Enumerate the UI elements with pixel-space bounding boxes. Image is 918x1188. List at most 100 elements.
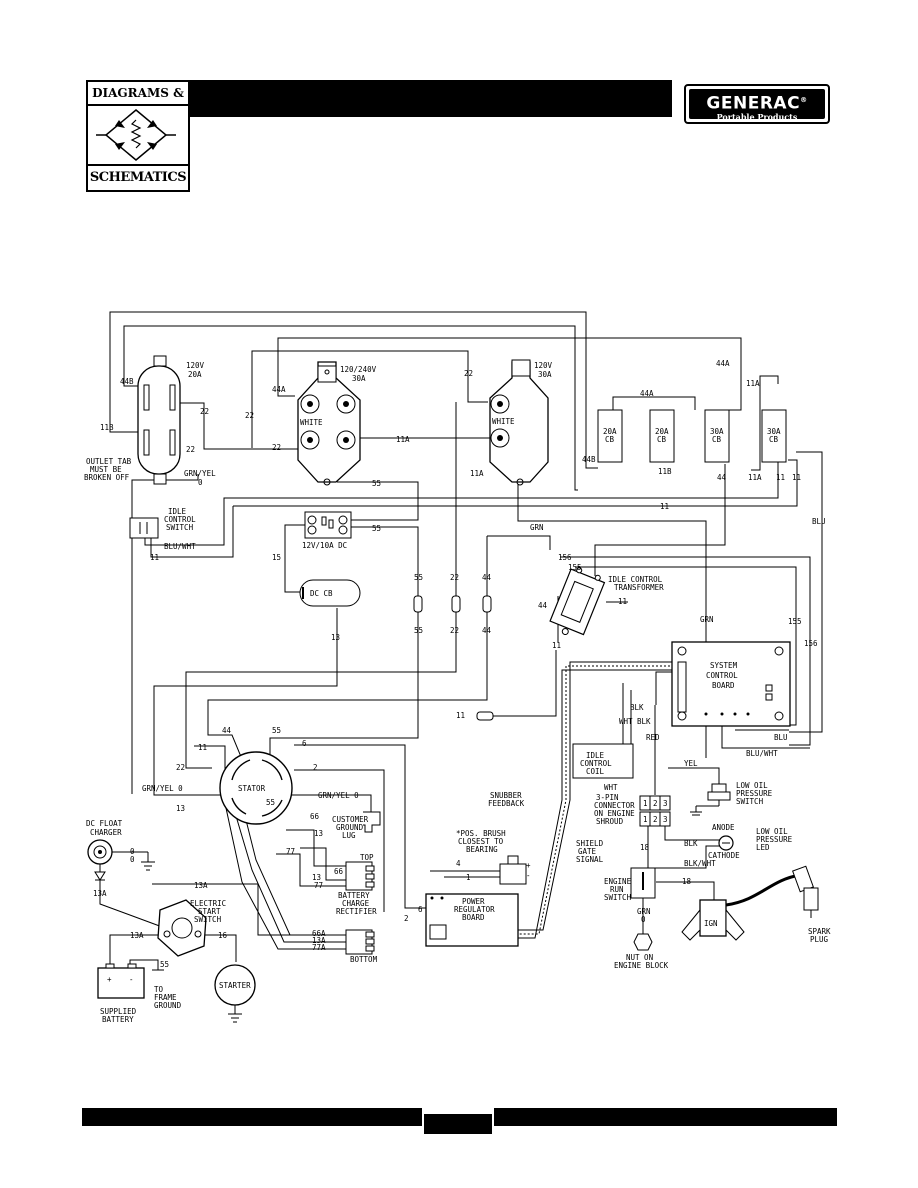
lbl-grnyel-stator: GRN/YEL 0 — [142, 784, 183, 793]
wire-16 — [202, 934, 237, 962]
lbl-lop-1: LOW OIL — [736, 781, 768, 790]
wn-13aC: 13A — [93, 889, 107, 898]
lbl-cb1-b: CB — [605, 435, 615, 444]
logo-top-text: DIAGRAMS & — [88, 82, 188, 106]
lbl-lop-2: PRESSURE — [736, 789, 773, 798]
wn-44c: 44 — [717, 473, 727, 482]
wn-11a3: 11A — [470, 469, 484, 478]
receptacle-120-240v — [297, 361, 361, 486]
lbl-idle-sw-2: CONTROL — [164, 515, 196, 524]
wire-scb-left — [655, 671, 672, 705]
lbl-outlet-3: BROKEN OFF — [84, 473, 130, 482]
lbl-bcr-3: RECTIFIER — [336, 907, 377, 916]
wn-55a: 55 — [372, 479, 381, 488]
spark-plug-lead — [725, 873, 801, 907]
lbl-n2b: 2 — [653, 815, 658, 824]
wn-15: 15 — [272, 553, 281, 562]
lbl-lopl-3: LED — [756, 843, 770, 852]
wire-44-ict — [594, 464, 726, 576]
wn-55st: 55 — [266, 798, 275, 807]
wire-blk-led — [664, 826, 720, 841]
lbl-n3: 3 — [663, 799, 668, 808]
wn-18: 18 — [640, 843, 650, 852]
wn-11s: 11 — [198, 743, 207, 752]
nut-on-engine-block — [633, 933, 653, 951]
wire-18-ign — [656, 881, 715, 900]
wire-156 — [560, 556, 811, 746]
wire-11b — [109, 311, 598, 469]
brush-assembly — [499, 855, 527, 885]
wire-11a-top — [751, 375, 779, 471]
wire-77 — [276, 853, 346, 887]
lbl-idle-sw-3: SWITCH — [166, 523, 194, 532]
lbl-cgl-2: GROUND — [336, 823, 364, 832]
lbl-wht-2: WHT — [604, 783, 618, 792]
wire-15 — [284, 524, 307, 593]
wn-11a2: 11A — [746, 379, 760, 388]
wire-grn — [517, 484, 707, 758]
wire-scb-bluwht — [721, 716, 810, 749]
lbl-cb3-b: CB — [712, 435, 722, 444]
lbl-blk-3: BLK — [684, 839, 698, 848]
wn-11-3: 11 — [776, 473, 785, 482]
lbl-sp-2: PLUG — [810, 935, 829, 944]
lbl-120v-20a-a: 20A — [188, 370, 202, 379]
wn-22d: 22 — [272, 443, 281, 452]
wn-6: 6 — [302, 739, 307, 748]
lbl-sgs-2: GATE — [578, 847, 597, 856]
wn-44b: 44B — [120, 377, 134, 386]
lbl-zero-2: 0 — [641, 915, 646, 924]
idle-control-transformer — [549, 567, 606, 636]
lbl-12v-dc: 12V/10A DC — [302, 541, 347, 550]
wire-66a — [245, 819, 346, 936]
logo-bridge-icon — [88, 106, 188, 164]
lbl-ers-3: SWITCH — [604, 893, 632, 902]
lbl-sb-2: BATTERY — [102, 1015, 134, 1024]
wn-11-7: 11 — [552, 641, 561, 650]
battery — [97, 963, 145, 999]
wire-13a-ess — [152, 883, 296, 936]
brand-name: GENERAC — [706, 93, 801, 114]
dc-float-charger — [87, 839, 155, 888]
lbl-120-240v: 120/240V — [340, 365, 377, 374]
wire-44a-top — [277, 337, 742, 411]
lbl-grn: GRN — [637, 907, 651, 916]
wn-22s1: 22 — [450, 573, 459, 582]
wn-44e: 44 — [482, 626, 492, 635]
wire-11-d — [477, 650, 557, 717]
lbl-blkwht: BLK/WHT — [684, 859, 716, 868]
wn-66b: 66 — [334, 867, 344, 876]
wn-13c: 13 — [312, 873, 321, 882]
wn-11a4: 11A — [748, 473, 762, 482]
wn-55b: 55 — [372, 524, 381, 533]
lbl-tfg-3: GROUND — [154, 1001, 182, 1010]
wire-11-idle — [150, 506, 234, 558]
wire-44b — [123, 325, 578, 491]
lbl-prb-1: POWER — [462, 897, 485, 906]
wn-66a: 66A — [312, 929, 326, 938]
wn-22s3: 22 — [176, 763, 185, 772]
wire-13-a — [153, 608, 338, 796]
lbl-zero-top: 0 — [198, 478, 203, 487]
lbl-bottom: BOTTOM — [350, 955, 378, 964]
generac-logo-inner: GENERAC® Portable Products — [689, 89, 825, 121]
lbl-dcf-1: DC FLOAT — [86, 819, 123, 828]
lbl-cgl-1: CUSTOMER — [332, 815, 369, 824]
lbl-bluwht-2: BLU/WHT — [746, 749, 778, 758]
wn-77b: 77 — [314, 881, 323, 890]
inline-connectors — [413, 595, 494, 721]
lbl-n1: 1 — [643, 799, 648, 808]
lbl-blk-2: BLK — [637, 717, 651, 726]
lbl-plus-2: + — [526, 861, 531, 870]
lbl-pin-1: 3-PIN — [596, 793, 619, 802]
wire-13a-dc — [99, 888, 166, 929]
wire-6 — [294, 744, 426, 909]
lbl-snub-2: FEEDBACK — [488, 799, 525, 808]
wire-55-c — [269, 612, 419, 754]
wn-55d: 55 — [414, 626, 423, 635]
lbl-stator: STATOR — [238, 784, 266, 793]
wire-44-d — [487, 535, 551, 550]
three-pin-connector — [639, 795, 671, 827]
cb-1 — [597, 409, 623, 463]
wn-155: 155 — [568, 563, 582, 572]
